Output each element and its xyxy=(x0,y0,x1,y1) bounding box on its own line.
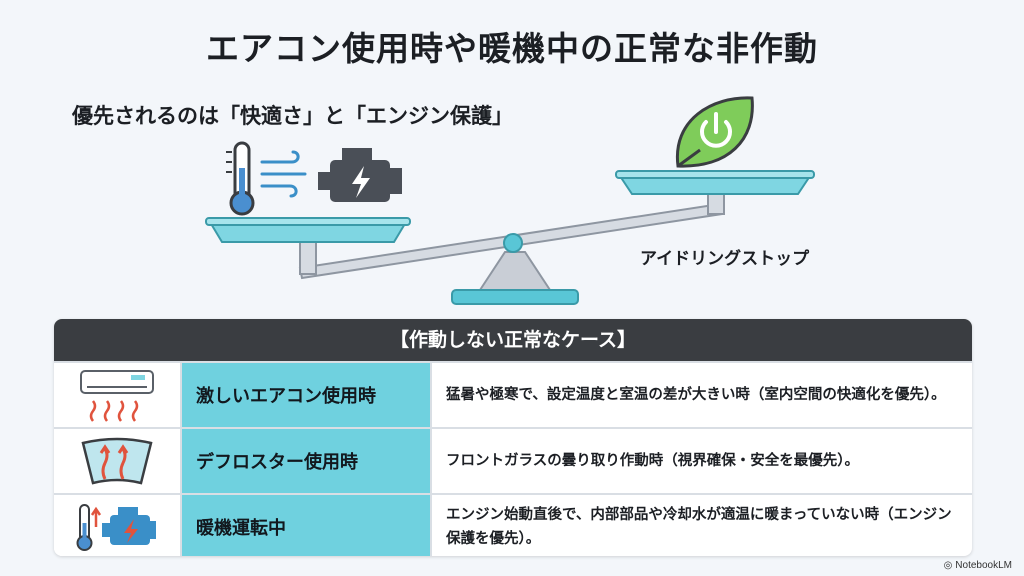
engine-warmup-icon xyxy=(54,495,182,556)
case-description: 猛暑や極寒で、設定温度と室温の差が大きい時（室内空間の快適化を優先）。 xyxy=(446,387,946,403)
notebooklm-logo-icon: ◎ xyxy=(943,560,953,571)
left-pan xyxy=(205,217,411,275)
subtitle: 優先されるのは「快適さ」と「エンジン保護」 xyxy=(72,104,513,128)
case-name: 暖機運転中 xyxy=(182,495,432,556)
defroster-icon xyxy=(54,429,182,493)
table-header: 【作動しない正常なケース】 xyxy=(54,319,972,361)
idle-stop-label: アイドリングストップ xyxy=(640,249,810,269)
case-description: エンジン始動直後で、内部部品や冷却水が適温に暖まっていない時（エンジン保護を優先… xyxy=(446,507,952,547)
engine-icon xyxy=(318,148,402,202)
case-name: 激しいエアコン使用時 xyxy=(182,363,432,427)
case-description: フロントガラスの曇り取り作動時（視界確保・安全を最優先）。 xyxy=(446,453,859,469)
scale-base xyxy=(451,251,579,305)
page-title: エアコン使用時や暖機中の正常な非作動 xyxy=(206,29,818,68)
table-row: 激しいエアコン使用時 猛暑や極寒で、設定温度と室温の差が大きい時（室内空間の快適… xyxy=(54,361,972,427)
balance-scale-illustration xyxy=(205,96,815,305)
table-row: 暖機運転中 エンジン始動直後で、内部部品や冷却水が適温に暖まっていない時（エンジ… xyxy=(54,493,972,556)
air-conditioner-icon xyxy=(54,363,182,427)
leaf-power-icon xyxy=(675,96,754,168)
table-row: デフロスター使用時 フロントガラスの曇り取り作動時（視界確保・安全を最優先）。 xyxy=(54,427,972,493)
watermark: ◎ NotebookLM xyxy=(943,560,1012,571)
case-name: デフロスター使用時 xyxy=(182,429,432,493)
wind-icon xyxy=(260,150,307,198)
right-pan xyxy=(615,170,815,215)
cases-table: 【作動しない正常なケース】 激しいエアコン使用時 猛暑や極寒で、設定温度と室温の… xyxy=(54,319,972,556)
thermometer-icon xyxy=(226,141,255,216)
